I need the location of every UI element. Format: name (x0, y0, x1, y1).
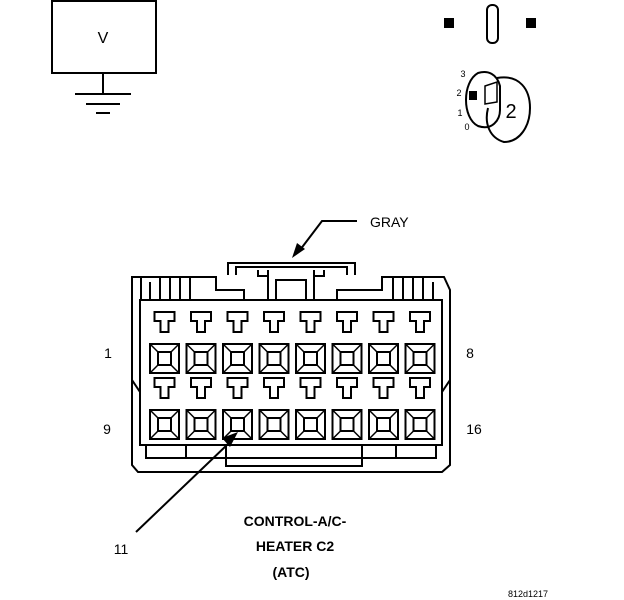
voltmeter-label: V (98, 30, 109, 47)
terminal-key (190, 311, 212, 333)
key-position-2: 2 (456, 88, 461, 98)
terminal-cavity (222, 343, 253, 374)
terminal-cavities-row-2 (149, 409, 436, 440)
terminal-cavity (331, 343, 363, 374)
callout-pin-number: 11 (114, 541, 129, 557)
terminal-cavity (149, 343, 180, 374)
key-number: 2 (505, 101, 516, 123)
terminal-keys-row-2 (153, 377, 431, 399)
terminal-key (226, 377, 249, 399)
terminal-cavities-row-1 (149, 343, 436, 374)
terminal-key (336, 311, 358, 333)
ignition-key-icon: 3 2 1 0 2 (456, 69, 532, 144)
color-callout: GRAY (292, 214, 409, 258)
terminal-cavity (258, 409, 290, 440)
terminal-cavity (222, 409, 253, 440)
terminal-cavity (185, 409, 217, 440)
pin-callout: 11 (114, 432, 238, 557)
pin-label-9: 9 (103, 421, 111, 437)
terminal-cavity (404, 343, 436, 374)
connector-title-line-2: HEATER C2 (256, 538, 335, 554)
terminal-key (263, 377, 285, 399)
terminal-cavity (149, 409, 180, 440)
terminal-key (190, 377, 212, 399)
ground-icon (75, 73, 131, 114)
terminal-cavity (368, 409, 399, 440)
terminal-key (299, 311, 322, 333)
connector-title-line-1: CONTROL-A/C- (244, 513, 347, 529)
terminal-key (299, 377, 322, 399)
terminal-key (226, 311, 249, 333)
terminal-key (372, 377, 395, 399)
terminal-cavity (185, 343, 217, 374)
terminal-cavity (295, 343, 326, 374)
terminal-key (153, 377, 176, 399)
pin-label-8: 8 (466, 345, 474, 361)
terminal-cavity (404, 409, 436, 440)
terminal-key (336, 377, 358, 399)
figure-id: 812d1217 (508, 589, 548, 599)
connector-color-label: GRAY (370, 214, 409, 230)
key-position-3: 3 (460, 69, 465, 79)
key-position-1: 1 (457, 108, 462, 118)
terminal-cavity (258, 343, 290, 374)
terminal-cavity (331, 409, 363, 440)
voltmeter-symbol: V (51, 0, 157, 114)
terminal-cavity (295, 409, 326, 440)
connector-body (131, 262, 451, 473)
pin-label-1: 1 (104, 345, 112, 361)
terminal-key (263, 311, 285, 333)
terminal-key (372, 311, 395, 333)
pin-label-16: 16 (466, 421, 482, 437)
connector-title-line-3: (ATC) (272, 564, 309, 580)
terminal-cavity (368, 343, 399, 374)
terminal-key (153, 311, 176, 333)
terminal-key (409, 377, 431, 399)
blade-terminal-icon (444, 4, 536, 44)
key-position-0: 0 (464, 122, 469, 132)
terminal-keys-row-1 (153, 311, 431, 333)
terminal-key (409, 311, 431, 333)
